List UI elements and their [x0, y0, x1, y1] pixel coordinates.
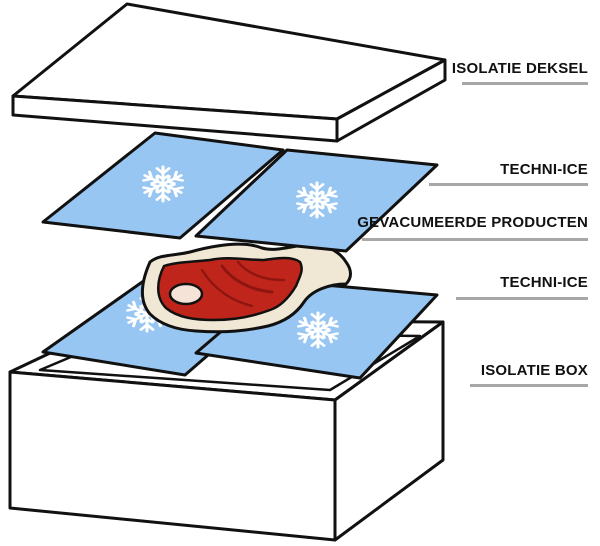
leader-line-products: [362, 238, 588, 241]
leader-line-ice-bottom: [456, 297, 588, 300]
ice-pack-top-right: [194, 148, 439, 253]
label-ice-pack-top: TECHNI-ICE: [500, 161, 588, 178]
box-front-face: [8, 370, 337, 542]
leader-line-lid: [462, 82, 588, 85]
steak-bone: [168, 282, 204, 306]
label-vacuum-products: GEVACUMEERDE PRODUCTEN: [357, 214, 588, 231]
insulated-lid: [11, 2, 447, 143]
steak-meat: [157, 256, 303, 322]
label-insulated-box: ISOLATIE BOX: [480, 362, 588, 379]
lid-side-face: [335, 58, 447, 143]
vacuum-packed-steak: [141, 242, 352, 334]
leader-line-box: [470, 384, 588, 387]
leader-line-ice-top: [429, 183, 588, 186]
label-ice-pack-bottom: TECHNI-ICE: [500, 274, 588, 291]
box-side-face: [333, 320, 445, 542]
label-insulated-lid: ISOLATIE DEKSEL: [451, 60, 588, 77]
ice-pack-top-left: [41, 131, 285, 240]
